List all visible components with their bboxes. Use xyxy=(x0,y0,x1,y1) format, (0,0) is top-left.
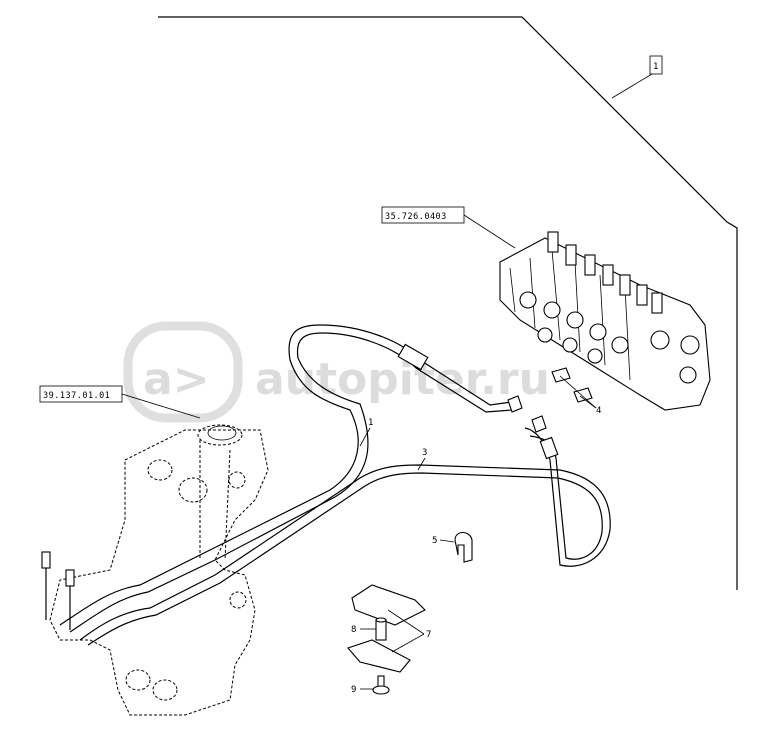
clamp-screw xyxy=(372,675,390,695)
callout-1-label: 1 xyxy=(368,418,373,428)
watermark-logo-icon xyxy=(123,321,243,423)
frame-reference-label: 39.137.01.01 xyxy=(43,391,110,401)
valve-reference-label: 35.726.0403 xyxy=(385,212,447,222)
hose-3 xyxy=(79,427,611,641)
group-box-label: 1 xyxy=(653,62,658,72)
callout-7: 7 xyxy=(387,609,431,653)
adapter-fittings xyxy=(507,367,593,433)
callout-3: 3 xyxy=(417,448,427,471)
callout-7-label: 7 xyxy=(426,630,431,640)
callout-8: 8 xyxy=(351,625,376,635)
callout-3-label: 3 xyxy=(422,448,427,458)
clamp-stud xyxy=(375,617,387,641)
callout-1: 1 xyxy=(359,418,373,447)
boom-frame xyxy=(49,424,269,716)
hose-1 xyxy=(59,324,513,626)
group-box-callout: 1 xyxy=(611,55,663,99)
hose-ferrule xyxy=(397,343,559,460)
valve-ports xyxy=(519,291,700,384)
callout-9-label: 9 xyxy=(351,685,356,695)
hose-clip xyxy=(454,531,473,563)
valve-spools xyxy=(547,231,663,314)
watermark-text: autopiter.ru xyxy=(255,354,550,405)
callout-4-label: 4 xyxy=(596,406,601,416)
hose-fittings-left xyxy=(41,551,75,630)
callout-5-label: 5 xyxy=(432,536,437,546)
control-valve xyxy=(499,231,711,411)
callout-5: 5 xyxy=(432,536,455,546)
watermark: a> autopiter.ru xyxy=(123,321,550,423)
callout-9: 9 xyxy=(351,685,374,695)
group-outline-line xyxy=(158,16,738,590)
watermark-logo-glyph: a> xyxy=(143,354,210,405)
valve-reference-callout: 35.726.0403 xyxy=(381,206,516,249)
callout-8-label: 8 xyxy=(351,625,356,635)
clamp-bracket xyxy=(347,584,426,673)
frame-reference-callout: 39.137.01.01 xyxy=(39,385,201,419)
callout-4: 4 xyxy=(559,375,601,416)
